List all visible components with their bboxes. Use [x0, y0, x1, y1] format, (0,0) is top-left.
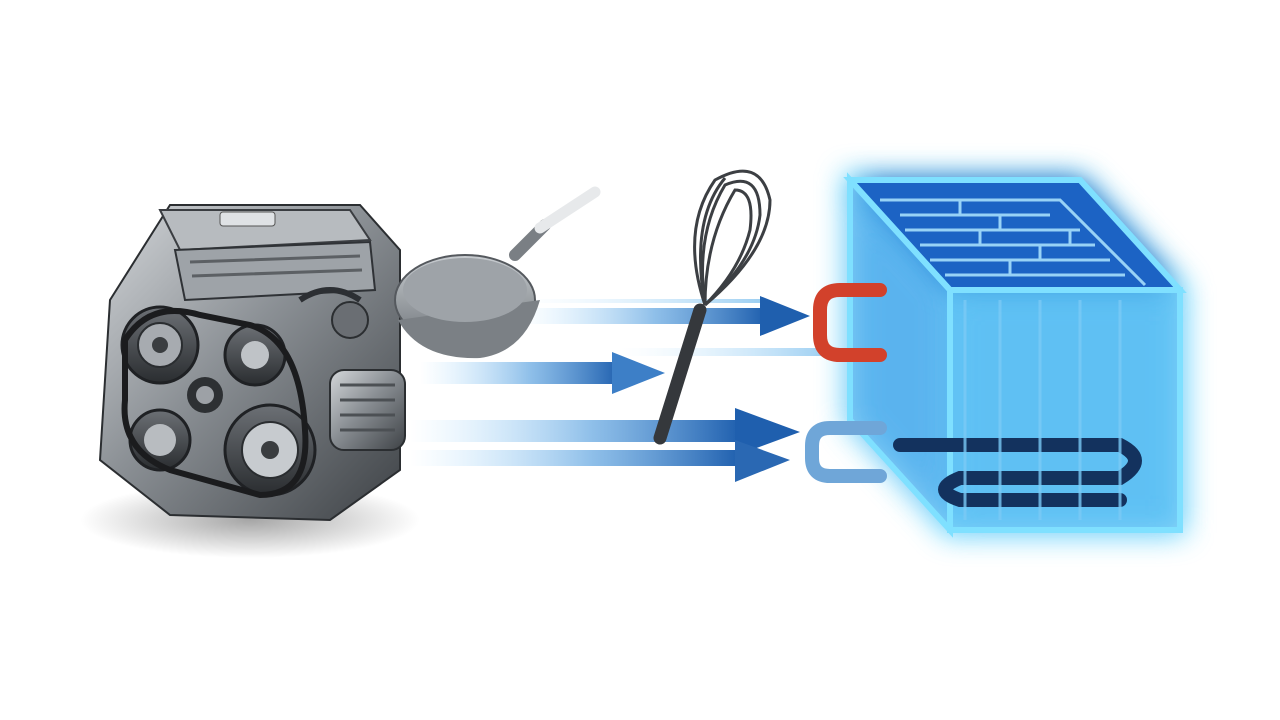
heat-exchanger-cube-icon: [805, 172, 1187, 538]
engine-icon: [80, 204, 420, 558]
frying-pan-icon: [394, 186, 601, 359]
arrow-bottom: [410, 440, 790, 482]
arrow-top: [520, 296, 810, 336]
whisk-icon: [653, 169, 772, 445]
arrow-middle: [420, 348, 830, 394]
